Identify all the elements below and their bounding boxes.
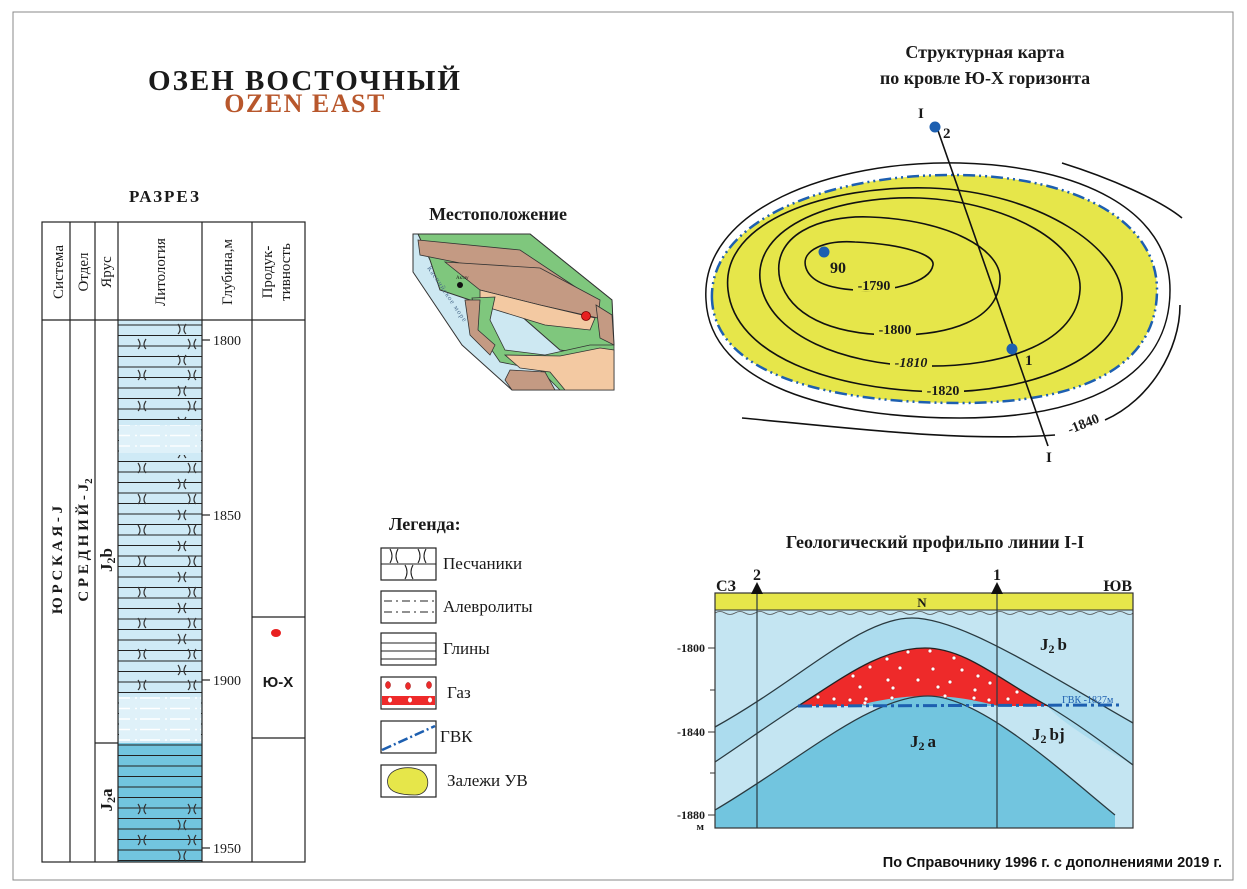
well-1-marker [991,582,1003,594]
title-en: OZEN EAST [224,89,386,118]
depth-label: 1900 [213,674,241,689]
gas-indicator-dot [271,629,281,637]
well-label: 1 [1025,353,1033,369]
legend-label-clay: Глины [443,639,490,658]
profile-line-end-label: I [1046,450,1052,466]
depth-label: 1800 [213,334,241,349]
contour-line [741,162,1183,438]
contour-label: -1840 [1066,412,1102,438]
stage-label-j2a: J2a [97,788,118,812]
profile-depth-unit: м [697,821,705,833]
contour-label: -1810 [895,356,928,371]
profile-title: Геологический профильпо линии I-I [786,532,1084,552]
column-header-productivity-2: тивность [278,243,294,301]
stratigraphic-column: РАЗРЕЗ Система Отдел Ярус [41,187,306,863]
source-footnote: По Справочнику 1996 г. с дополнениями 20… [883,855,1222,871]
direction-nw: СЗ [716,578,737,595]
depth-label: 1950 [213,842,241,857]
legend-label-siltstone: Алевролиты [443,597,533,616]
contour-label: -1820 [927,384,960,399]
column-header-series: Отдел [76,252,92,291]
profile-depth-tick: -1840 [677,725,705,739]
well-marker [1006,343,1018,355]
well-label: 2 [943,126,951,142]
geological-profile: Геологический профильпо линии I-I ГВК -1… [677,532,1134,833]
profile-well-label: 1 [993,567,1001,584]
profile-well-label: 2 [753,567,761,584]
profile-depth-tick: -1880 [677,808,705,822]
legend-label-gwc: ГВК [440,727,473,746]
contour-line [777,216,1001,336]
productive-horizon-label: Ю-Х [263,674,293,691]
structural-map-title-1: Структурная карта [905,42,1064,62]
section-title: РАЗРЕЗ [129,187,201,206]
contour-line [804,240,934,292]
profile-line [934,121,1049,447]
column-header-depth: Глубина,м [220,239,236,305]
contour-label: -1800 [879,323,912,338]
legend-swatch-gwc [380,720,437,754]
column-header-lithology: Литология [153,238,169,306]
gwc-label: ГВК -1827м [1062,695,1114,706]
depth-label: 1850 [213,509,241,524]
legend-swatch-siltstone [380,590,437,624]
profile-line-start-label: I [918,106,924,122]
series-label: С Р Е Д Н И Й - J2 [75,478,95,602]
stage-label-j2b: J2b [97,548,118,572]
structural-map: Структурная карта по кровле Ю-Х горизонт… [705,42,1183,466]
system-label: Ю Р С К А Я - J [50,505,66,614]
column-header-productivity-1: Продук- [260,246,276,299]
structural-map-title-2: по кровле Ю-Х горизонта [880,68,1090,88]
contour-line [705,162,1171,419]
gwc-line [797,703,1121,708]
legend-label-gas: Газ [447,683,471,702]
profile-depth-tick: -1800 [677,641,705,655]
contour-line [759,197,1081,367]
contour-line [726,187,1123,393]
legend-swatch-clay [380,632,437,666]
page-frame [12,11,1234,881]
contour-label: -1790 [858,279,891,294]
legend-label-sandstone: Песчаники [443,554,522,573]
direction-se: ЮВ [1103,578,1132,595]
legend-label-hydrocarbon-pool: Залежи УВ [447,771,528,790]
city-label: Актау [456,276,469,281]
well-label: 90 [830,260,846,277]
title-ru: ОЗЕН ВОСТОЧНЫЙ [148,64,462,97]
top-layer-label: N [917,595,927,610]
column-header-system: Система [51,245,67,299]
location-map: Местоположение Актау Каспийское море [412,204,615,391]
field-location-marker [581,311,591,321]
city-marker [457,282,463,288]
column-header-stage: Ярус [99,256,115,288]
well-marker [818,246,830,258]
location-title: Местоположение [429,204,567,224]
legend: Легенда: Песчаники Алевролиты Глины Газ … [380,514,533,798]
hydrocarbon-pool-outline [710,173,1159,405]
legend-title: Легенда: [389,514,461,534]
well-marker [929,121,941,133]
well-2-marker [751,582,763,594]
